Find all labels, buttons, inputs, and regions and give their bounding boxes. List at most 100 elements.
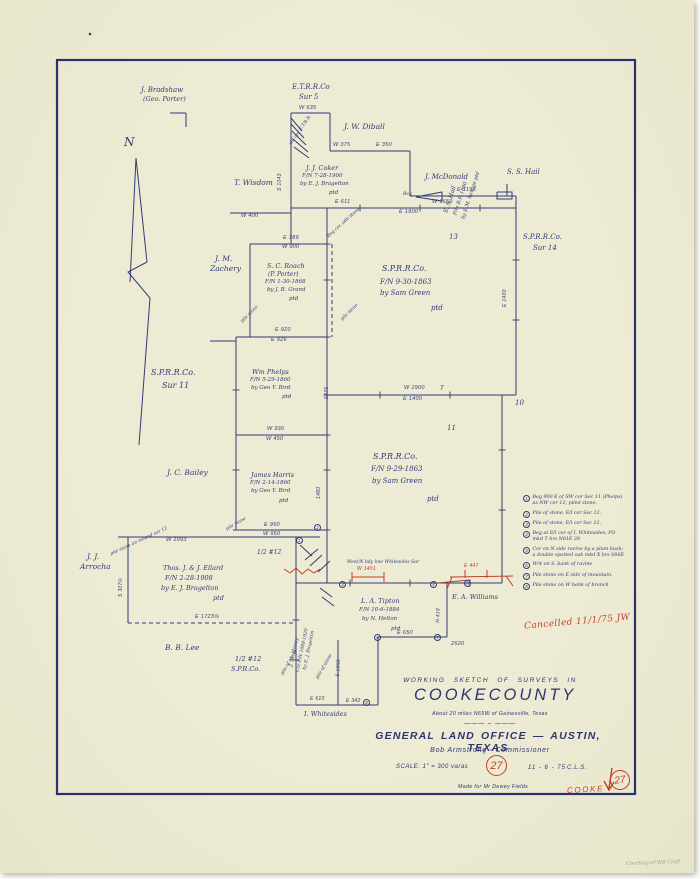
map-label: by N. Helton (362, 616, 398, 622)
map-label: 10 (515, 399, 524, 407)
map-label: 5875 (324, 386, 330, 399)
map-label: Thos. J. & J. Ellard (163, 564, 224, 572)
map-label: S 1058 (335, 659, 342, 677)
map-label: J. J. Coker (306, 164, 339, 172)
scale-label: SCALE: 1" = 300 varas (396, 764, 469, 770)
survey-line (321, 596, 335, 607)
corner-reference-marker: 6 (374, 634, 381, 641)
note-number: 4 (523, 531, 530, 539)
map-label: by E. J. Bragelton (161, 584, 219, 592)
map-label: S.P.R.R.Co. (373, 452, 418, 461)
map-label: Arrocha (80, 562, 111, 571)
made-for-label: Made for Mr Dewey Fields (458, 784, 529, 790)
corner-reference-marker: 5 (464, 580, 471, 587)
map-label: E 926 (271, 337, 287, 343)
title-divider: ——— – ——— (464, 721, 516, 727)
map-label: W 1650 (432, 199, 453, 205)
map-label: J. W. Diball (344, 122, 385, 131)
map-label: Beg (403, 192, 412, 197)
survey-line (291, 130, 307, 146)
red-correction-line (283, 567, 321, 575)
note-text: Pile of stone, E/l cor Sec 12. (532, 510, 602, 516)
map-label: Wm Phelps (252, 368, 289, 376)
survey-line (292, 138, 309, 153)
red-correction-line (505, 575, 514, 587)
map-label: E 950 (264, 522, 280, 528)
map-label: W 1900 (404, 385, 425, 391)
map-label: N (124, 135, 135, 149)
map-label: S.P.R.R.Co. (523, 233, 562, 241)
map-label: E 350 (376, 142, 392, 148)
note-number: 5 (523, 546, 530, 554)
map-label: 11 (447, 424, 456, 432)
title-location-note: About 20 miles N65W of Gainesville, Texa… (432, 711, 548, 717)
map-label: ptd (279, 498, 289, 504)
map-label: T (440, 386, 444, 392)
date-label: 11 - 6 - 75 (528, 765, 566, 771)
survey-line (290, 123, 305, 139)
corner-reference-marker: 1 (296, 537, 303, 544)
county-name-stamp: COOKE (566, 784, 605, 795)
red-correction-line (603, 780, 615, 792)
map-label: B. B. Lee (165, 643, 200, 652)
map-label: S.P.R.Co. (231, 665, 261, 673)
map-label: E.T.R.R.Co (292, 83, 330, 91)
map-label: S.P.R.R.Co. (151, 368, 196, 377)
map-label: J. M. (215, 254, 233, 263)
map-label: S 1043 (277, 173, 283, 191)
map-label: Sur 14 (533, 244, 557, 252)
map-label: E 789 (283, 235, 299, 241)
map-label: W 400 (241, 213, 259, 219)
map-label: E 650 (397, 630, 413, 636)
map-label: F/N 1-30-1868 (265, 279, 306, 285)
map-label: F/N 10-6-1884 (359, 607, 400, 613)
map-label: J. J. (87, 552, 100, 561)
note-text: Pile stone on E side of mountain. (532, 572, 613, 578)
survey-line (293, 146, 310, 159)
note-number: 8 (523, 582, 530, 590)
survey-line (304, 548, 319, 561)
corner-reference-marker: 7 (434, 634, 441, 641)
map-label: E 447 (464, 563, 479, 569)
survey-line (415, 191, 443, 202)
note-text: W/4 on S. bank of ravine (532, 562, 593, 568)
survey-line (127, 261, 151, 446)
map-label: E. A. Williams (452, 593, 498, 601)
survey-line (317, 560, 331, 573)
map-label: S.P.R.R.Co. (382, 264, 427, 273)
map-label: Sur 5 (299, 93, 319, 101)
note-number: 3 (523, 520, 530, 528)
note-text: Beg at E/l cor of I. Whitesides; PO mkd … (532, 531, 616, 543)
map-label: F/N 2-28-1908 (165, 574, 213, 582)
note-text: Pile of stone, E/l cor Sec 12. (532, 520, 602, 526)
map-label: ptd (289, 296, 299, 302)
corner-reference-marker: 3 (339, 581, 346, 588)
map-label: by J. B. Grand (267, 287, 306, 293)
survey-line (135, 157, 148, 263)
map-label: I. Whitesides (304, 710, 347, 718)
note-number: 6 (523, 562, 530, 570)
map-label: West/N bdy line Whitesides Sur (347, 560, 420, 565)
map-label: E 1900 (399, 209, 419, 215)
red-correction-line (446, 576, 453, 590)
map-label: Zachery (210, 264, 241, 273)
red-correction-line (449, 575, 514, 578)
map-label: E 611 (335, 199, 351, 205)
map-label: 1/2 #12 (257, 549, 282, 556)
map-label: (Geo. Porter) (143, 95, 186, 103)
map-label: (P. Porter) (268, 271, 299, 278)
map-label: 13 (449, 233, 458, 241)
map-label: ptd (391, 626, 401, 632)
map-label: F/N 9-29-1863 (371, 465, 423, 473)
map-label: 1480 (316, 486, 322, 499)
survey-line (129, 157, 137, 283)
